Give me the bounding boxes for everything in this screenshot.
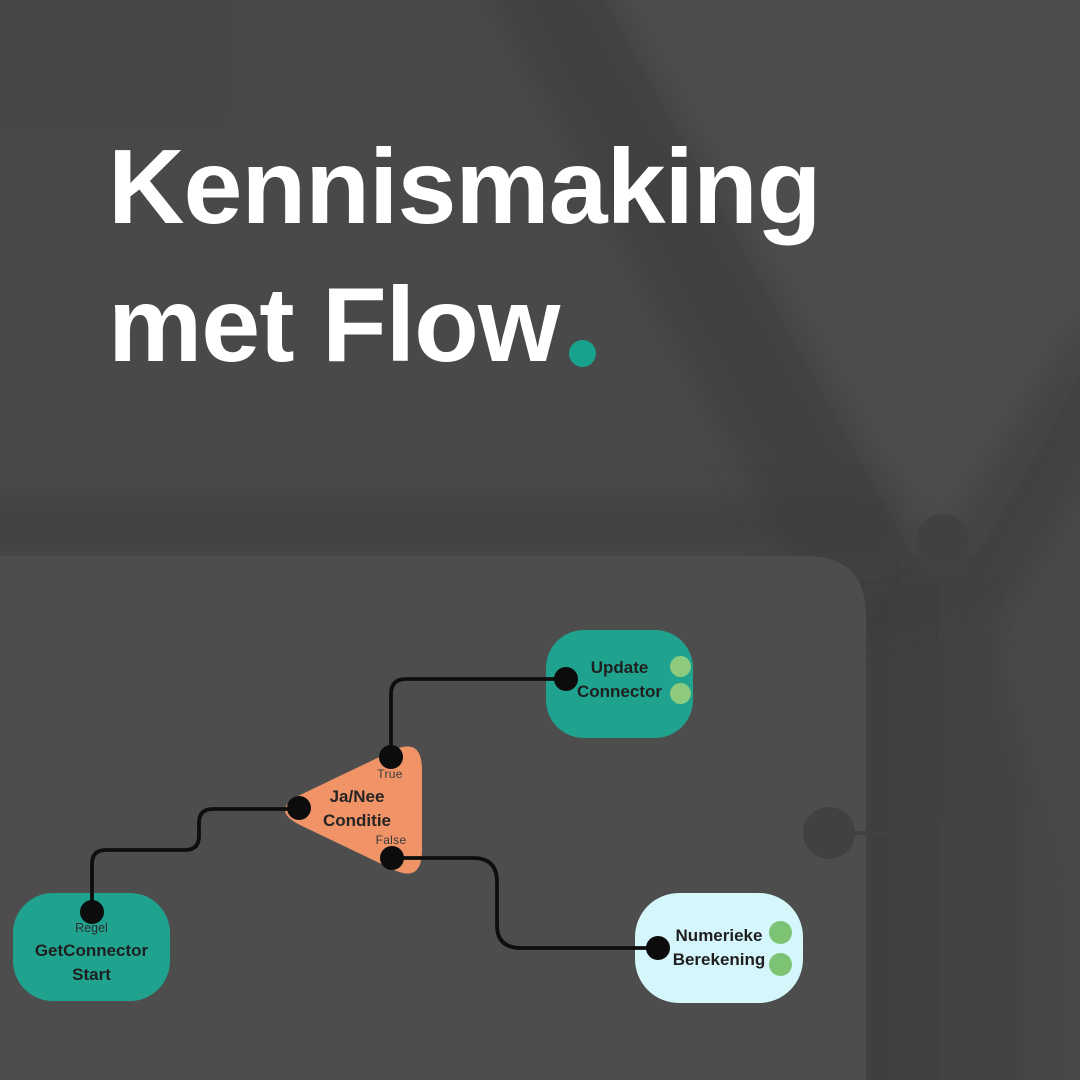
port-dot-start-regel	[80, 900, 104, 924]
bg-corner-shade	[0, 0, 240, 140]
node-condition-label-line1: Ja/Nee	[329, 787, 385, 806]
status-dot	[769, 921, 792, 944]
node-janee-conditie-shape	[285, 746, 422, 874]
title-line-2: met Flow	[108, 266, 560, 384]
node-update-label-line2: Connector	[577, 682, 662, 701]
bg-motif-circle-bottom	[803, 807, 855, 859]
condition-false-label: False	[375, 833, 407, 847]
condition-true-label: True	[377, 767, 403, 781]
node-janee-conditie-label: Ja/Nee Conditie	[275, 785, 439, 833]
port-dot-calc-in	[646, 936, 670, 960]
bg-panel-shadow	[0, 498, 890, 554]
status-dot	[769, 953, 792, 976]
port-dot-condition-true	[379, 745, 403, 769]
edge-false-to-calc	[394, 856, 656, 950]
title-accent-dot: .	[569, 340, 597, 367]
node-calc-label-line1: Numerieke	[675, 926, 763, 945]
node-start-label-line1: GetConnector	[34, 941, 149, 960]
node-update-label-line1: Update	[590, 658, 649, 677]
bg-motif-connector	[855, 566, 945, 835]
port-dot-condition-false	[380, 846, 404, 870]
status-dot	[670, 683, 691, 704]
page-title: Kennismaking met Flow.	[108, 118, 822, 394]
port-label-regel: Regel	[75, 921, 108, 935]
edge-true-to-update	[389, 677, 564, 754]
port-dot-condition-in	[287, 796, 311, 820]
node-calc-label-line2: Berekening	[672, 950, 766, 969]
node-condition-label-line2: Conditie	[323, 811, 391, 830]
status-dot	[670, 656, 691, 677]
title-line-1: Kennismaking	[108, 128, 822, 246]
bg-dark-column	[862, 572, 1066, 1080]
bg-motif-circle-top	[917, 514, 969, 566]
bg-diagonal-band-left	[492, 0, 952, 640]
port-dot-update-in	[554, 667, 578, 691]
node-start-label-line2: Start	[72, 965, 111, 984]
bg-v-shape	[604, 0, 1080, 579]
edge-start-to-condition	[90, 807, 298, 906]
